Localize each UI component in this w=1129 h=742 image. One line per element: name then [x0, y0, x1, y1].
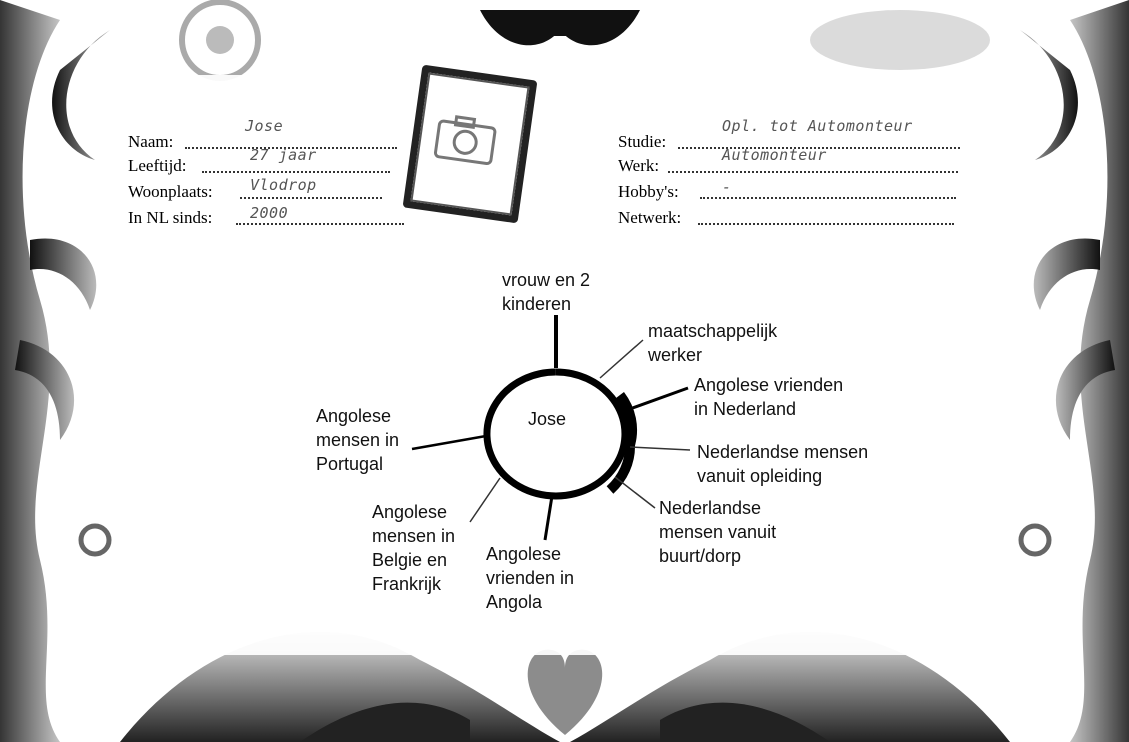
spoke-dutch-education: [629, 446, 691, 451]
node-angolan-friends-nl: Angolese vrienden in Nederland: [694, 375, 844, 419]
netwerk-line: [698, 222, 954, 225]
spoke-angolan-nl: [626, 386, 689, 412]
spoke-dutch-village: [614, 476, 656, 509]
spoke-portugal: [411, 434, 487, 451]
left-vine: [0, 0, 261, 742]
node-dutch-village: Nederlandse mensen vanuit buurt/dorp: [659, 498, 777, 566]
center-node-label: Jose: [528, 409, 567, 429]
heart-icon: [527, 649, 603, 735]
werk-line: [668, 170, 958, 173]
studie-line: [678, 146, 960, 149]
woonplaats-line: [240, 196, 382, 199]
in-nl-sinds-label: In NL sinds:: [128, 208, 213, 227]
woonplaats-label: Woonplaats:: [128, 182, 213, 201]
naam-label: Naam:: [128, 132, 174, 151]
node-dutch-education: Nederlandse mensen vanuit opleiding: [697, 442, 869, 486]
werk-label: Werk:: [618, 156, 660, 175]
node-social-worker: maatschappelijk werker: [648, 321, 778, 365]
right-vine: [810, 0, 1129, 742]
leeftijd-value: 27 jaar: [250, 146, 317, 164]
hobbys-line: [700, 196, 956, 199]
studie-value: Opl. tot Automonteur: [722, 117, 913, 135]
photo-placeholder: [402, 64, 538, 224]
spoke-social-worker: [599, 339, 644, 379]
hobbys-value: -: [722, 178, 732, 196]
naam-line: [185, 146, 397, 149]
studie-label: Studie:: [618, 132, 667, 151]
top-ornament: [480, 10, 640, 46]
werk-value: Automonteur: [722, 146, 827, 164]
in-nl-sinds-line: [236, 222, 404, 225]
camera-icon: [433, 115, 497, 166]
node-family: vrouw en 2 kinderen: [502, 270, 591, 314]
bottom-ornament: [120, 631, 1010, 742]
node-angola-friends: Angolese vrienden in Angola: [486, 544, 575, 612]
spoke-belgium-france: [469, 477, 501, 523]
netwerk-label: Netwerk:: [618, 208, 682, 227]
node-portugal: Angolese mensen in Portugal: [316, 406, 400, 474]
leeftijd-line: [202, 170, 390, 173]
node-belgium-france: Angolese mensen in Belgie en Frankrijk: [372, 502, 456, 594]
spoke-angola: [543, 495, 554, 541]
in-nl-sinds-value: 2000: [250, 204, 289, 222]
naam-value: Jose: [245, 117, 284, 135]
hobbys-label: Hobby's:: [618, 182, 679, 201]
center-circle: [483, 368, 629, 500]
woonplaats-value: Vlodrop: [250, 176, 317, 194]
leeftijd-label: Leeftijd:: [128, 156, 187, 175]
